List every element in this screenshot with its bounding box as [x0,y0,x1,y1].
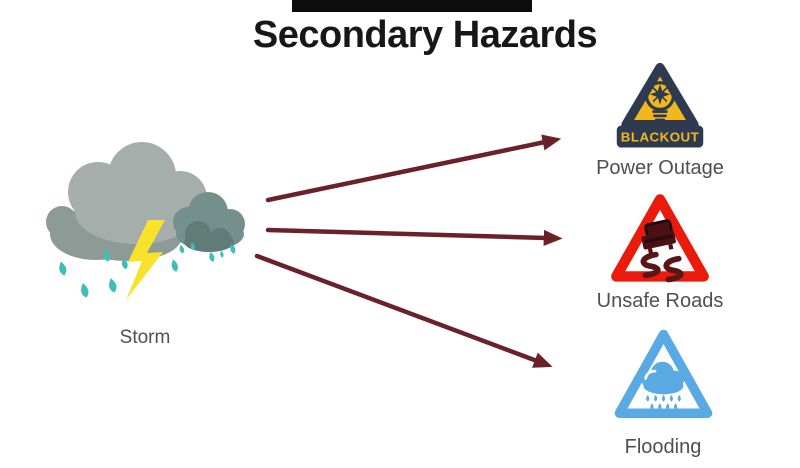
storm-cloud-lightning-icon [46,142,245,300]
hazard-power-outage: BLACKOUT [614,59,706,157]
arrow-to-unsafe-roads [265,227,563,247]
power-outage-label: Power Outage [596,157,724,179]
blackout-band-text: BLACKOUT [621,130,699,145]
arrow-to-flooding [254,253,553,368]
flooding-label: Flooding [624,436,702,458]
arrow-to-power-outage [265,134,562,203]
slippery-road-sign-icon [611,194,709,283]
flooding-rain-sign-icon [614,329,713,418]
blackout-bulb-sign-icon: BLACKOUT [616,62,704,148]
storm-illustration [32,142,262,317]
unsafe-roads-label: Unsafe Roads [596,290,724,312]
storm-label: Storm [119,327,171,348]
hazard-unsafe-roads [608,191,712,289]
page-title: Secondary Hazards [252,14,598,56]
top-crop-bar [292,0,532,12]
hazard-flooding [611,326,716,428]
